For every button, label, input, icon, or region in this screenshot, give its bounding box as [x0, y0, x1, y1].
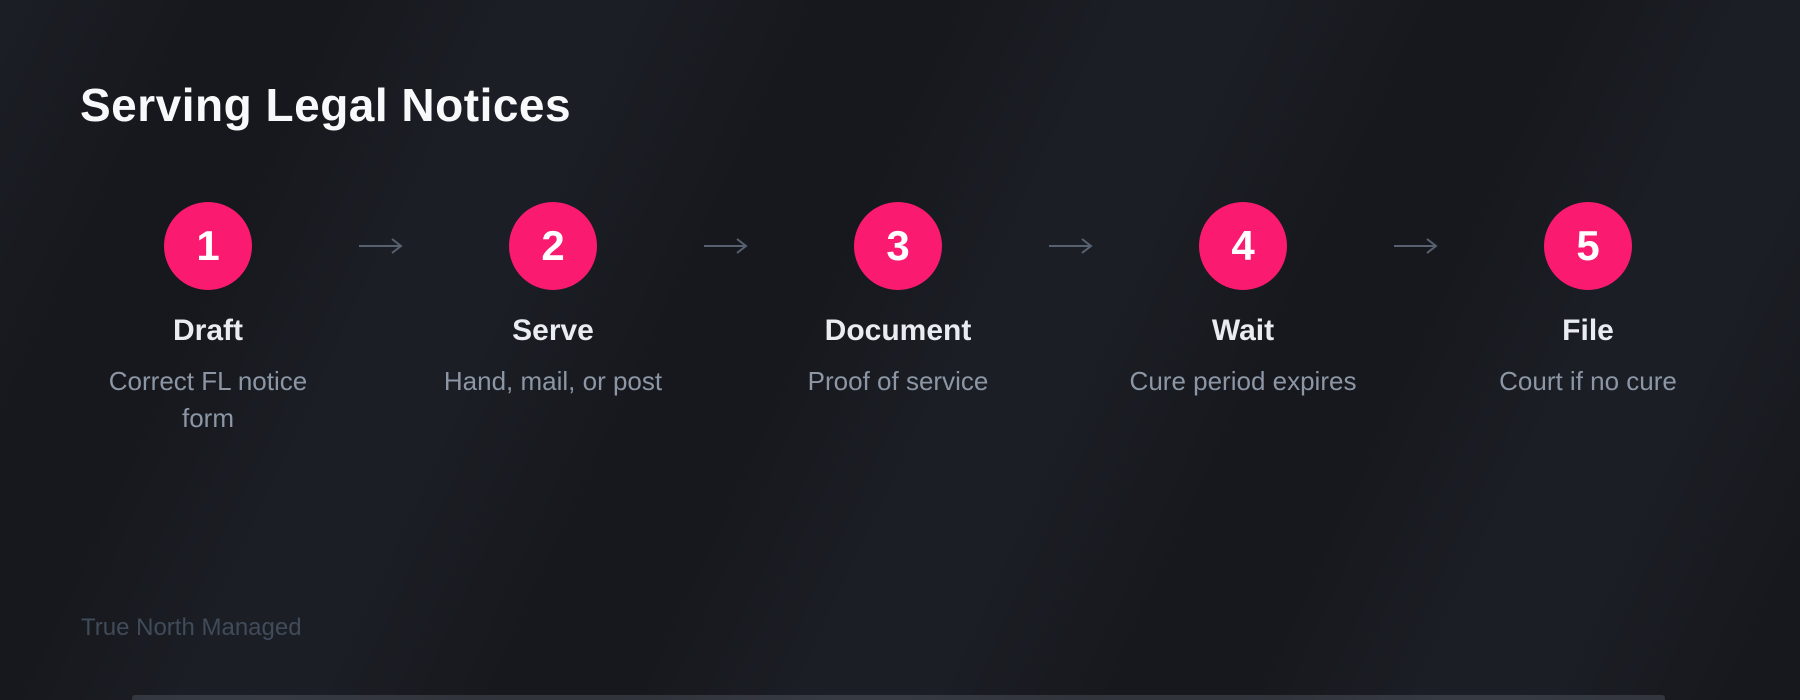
brand-footer: True North Managed	[81, 614, 302, 641]
step-circle: 1	[164, 202, 252, 290]
arrow-right-icon	[673, 202, 778, 290]
step-circle: 2	[509, 202, 597, 290]
step-number: 4	[1231, 222, 1255, 269]
step-circle: 4	[1199, 202, 1287, 290]
flow-step-wait: 4 Wait Cure period expires	[1123, 202, 1363, 400]
step-description: Hand, mail, or post	[443, 366, 663, 396]
step-description: Correct FL notice form	[108, 366, 308, 433]
step-circle: 3	[854, 202, 942, 290]
step-number: 3	[886, 222, 910, 269]
step-label: Document	[824, 314, 972, 347]
step-number: 5	[1576, 222, 1600, 269]
step-number: 2	[541, 222, 565, 269]
step-description: Proof of service	[807, 366, 989, 396]
step-label: Wait	[1211, 314, 1275, 347]
flow-diagram: 1 Draft Correct FL notice form 2 Serve H…	[88, 202, 1708, 437]
step-description: Cure period expires	[1129, 366, 1357, 396]
arrow-right-icon	[1363, 202, 1468, 290]
flow-step-serve: 2 Serve Hand, mail, or post	[433, 202, 673, 400]
slide-bottom-edge	[132, 695, 1665, 700]
flow-step-draft: 1 Draft Correct FL notice form	[88, 202, 328, 437]
flow-step-document: 3 Document Proof of service	[778, 202, 1018, 400]
flow-step-file: 5 File Court if no cure	[1468, 202, 1708, 400]
step-label: Draft	[172, 314, 243, 347]
step-label: Serve	[512, 314, 594, 347]
step-label: File	[1562, 314, 1614, 347]
step-circle: 5	[1544, 202, 1632, 290]
step-number: 1	[196, 222, 220, 269]
arrow-right-icon	[1018, 202, 1123, 290]
page-title: Serving Legal Notices	[80, 79, 572, 131]
step-description: Court if no cure	[1499, 366, 1677, 396]
arrow-right-icon	[328, 202, 433, 290]
